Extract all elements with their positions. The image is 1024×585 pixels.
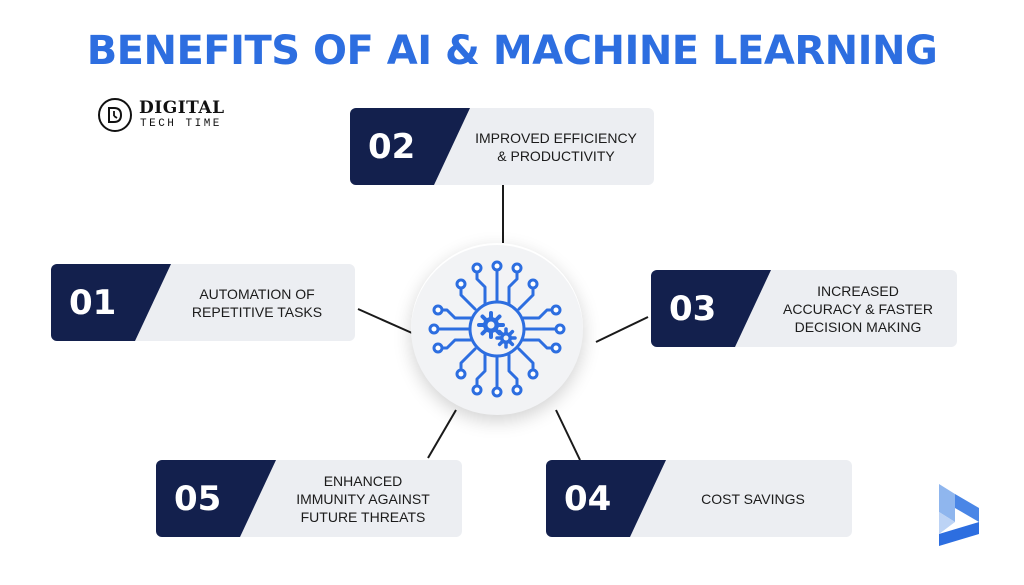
logo-line-2: TECH TIME [140, 118, 222, 130]
benefit-number: 03 [669, 288, 717, 329]
connector-03 [595, 316, 649, 343]
ai-chip-icon [428, 260, 566, 398]
benefit-card-04: 04 COST SAVINGS [546, 460, 852, 537]
benefit-text: COST SAVINGS [701, 490, 805, 507]
benefit-text: ENHANCED IMMUNITY AGAINST FUTURE THREATS [296, 472, 430, 525]
benefit-number: 01 [69, 282, 117, 323]
brand-logo: DIGITAL TECH TIME [97, 97, 237, 137]
benefit-card-02: 02 IMPROVED EFFICIENCY & PRODUCTIVITY [350, 108, 654, 185]
benefit-number: 04 [564, 478, 612, 519]
benefit-card-05: 05 ENHANCED IMMUNITY AGAINST FUTURE THRE… [156, 460, 462, 537]
benefit-card-03: 03 INCREASED ACCURACY & FASTER DECISION … [651, 270, 957, 347]
benefit-text: IMPROVED EFFICIENCY & PRODUCTIVITY [475, 129, 637, 164]
logo-line-1: DIGITAL [139, 98, 225, 118]
benefit-number: 05 [174, 478, 222, 519]
connector-01 [357, 308, 413, 334]
benefit-text: AUTOMATION OF REPETITIVE TASKS [191, 285, 323, 320]
connector-04 [555, 409, 581, 461]
center-hub [411, 243, 583, 415]
benefit-text: INCREASED ACCURACY & FASTER DECISION MAK… [783, 282, 933, 335]
gear-icon [477, 311, 517, 349]
connector-05 [427, 409, 457, 459]
brand-chevron-icon [939, 484, 979, 546]
page-title: BENEFITS OF AI & MACHINE LEARNING [86, 28, 938, 74]
clock-icon [98, 98, 132, 132]
benefit-card-01: 01 AUTOMATION OF REPETITIVE TASKS [51, 264, 355, 341]
benefit-number: 02 [368, 126, 416, 167]
